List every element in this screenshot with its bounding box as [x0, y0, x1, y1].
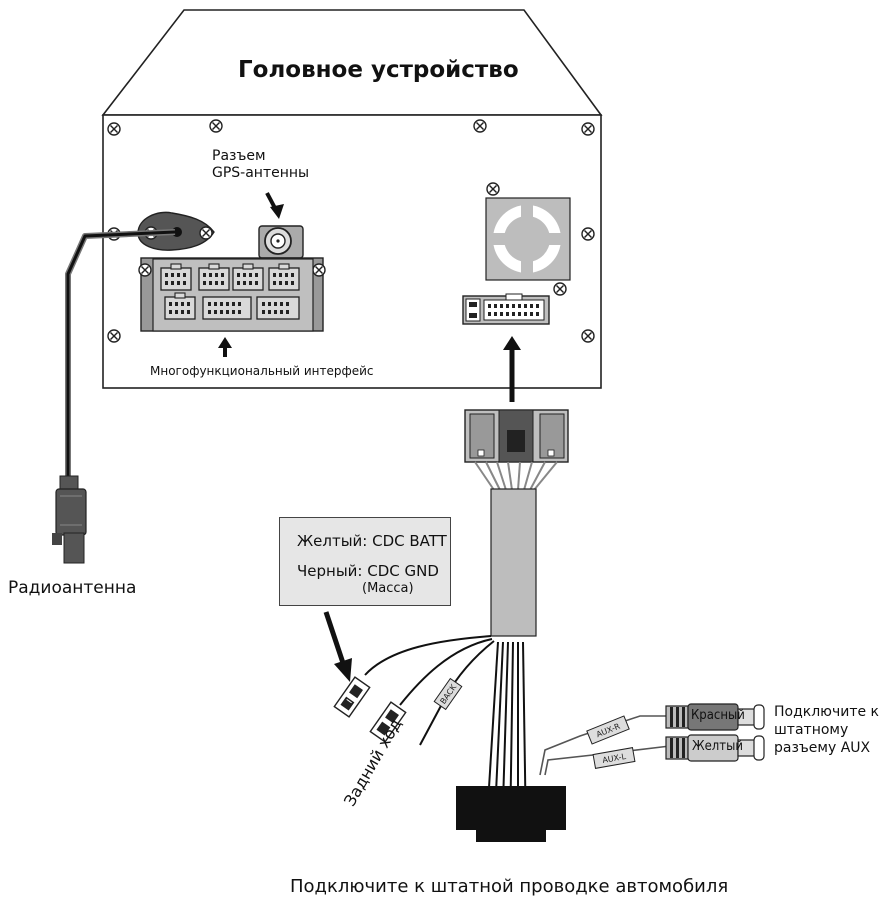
harness-fan-wires	[474, 461, 558, 491]
cdc-connector	[333, 676, 407, 743]
cdc-info-box: Желтый: CDC BATT Черный: CDC GND (Масса)	[279, 517, 451, 606]
head-unit-title: Головное устройство	[238, 57, 519, 83]
multifunction-arrow	[218, 337, 232, 357]
harness-arrow	[503, 336, 521, 402]
aux-note-line2: штатному	[774, 722, 849, 738]
aux-note-line1: Подключите к	[774, 704, 880, 720]
harness-plug	[464, 409, 569, 463]
gps-arrow	[265, 192, 284, 219]
aux-note-line3: разъему AUX	[774, 740, 871, 756]
cdc-arrow	[323, 611, 352, 682]
aux-r-tag: AUX-R	[586, 715, 630, 745]
rca-yellow-plug	[665, 734, 765, 762]
red-plug-label: Красный	[691, 708, 745, 723]
gps-label-line2: GPS-антенны	[212, 165, 310, 181]
cable-sleeve	[490, 488, 537, 637]
gps-label-line1: Разъем	[212, 148, 266, 164]
yellow-plug-label: Желтый	[692, 739, 743, 754]
antenna-cable	[65, 229, 176, 478]
antenna-plug	[52, 475, 87, 564]
info-line1: Желтый: CDC BATT	[297, 532, 447, 550]
fan-grille	[485, 182, 571, 296]
aux-wires	[539, 715, 671, 776]
aux-l-text: AUX-L	[602, 752, 627, 765]
aux-l-tag: AUX-L	[592, 747, 636, 769]
gps-connector	[258, 225, 304, 259]
vehicle-connector	[456, 786, 566, 842]
info-line3: (Масса)	[362, 581, 414, 596]
multifunction-interface	[138, 257, 326, 332]
antenna-label: Радиоантенна	[8, 578, 137, 598]
main-harness-socket	[462, 293, 550, 325]
bottom-label: Подключите к штатной проводке автомобиля	[290, 876, 729, 897]
back-tag: BACK	[419, 677, 463, 746]
multifunction-label: Многофункциональный интерфейс	[150, 364, 374, 378]
rca-red-plug	[665, 703, 765, 731]
info-line2: Черный: CDC GND	[297, 562, 439, 580]
